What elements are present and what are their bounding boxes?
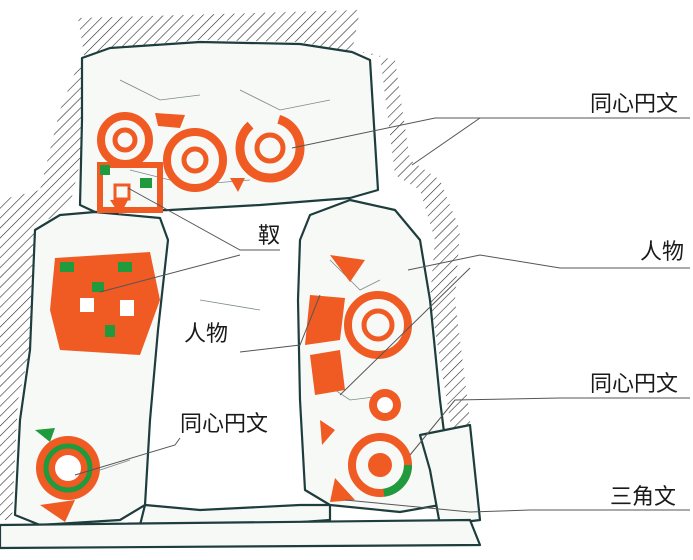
label-figure-left: 人物 <box>184 322 229 347</box>
label-figure-right: 人物 <box>640 240 685 265</box>
base-stones <box>0 518 482 550</box>
label-triangle-pattern: 三角文 <box>610 485 677 510</box>
label-quiver: 靫 <box>258 224 281 249</box>
label-concentric-circles-right: 同心円文 <box>590 372 679 397</box>
upper-slab <box>78 40 380 214</box>
right-slab-paint <box>305 255 412 502</box>
label-concentric-circles-left: 同心円文 <box>180 412 269 437</box>
label-concentric-circles-top: 同心円文 <box>590 92 679 117</box>
hatched-earth <box>0 10 480 520</box>
left-slab-paint <box>35 252 160 522</box>
upper-slab-paint <box>97 112 305 215</box>
leader-lines <box>74 117 690 513</box>
